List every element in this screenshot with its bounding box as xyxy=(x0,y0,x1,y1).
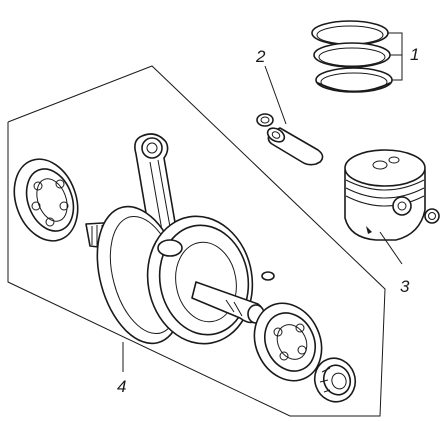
piston-rings[interactable] xyxy=(311,20,393,93)
callout-label-4: 4 xyxy=(117,377,126,396)
circlip-right[interactable] xyxy=(424,208,440,224)
circlip-left[interactable] xyxy=(256,113,274,127)
oil-seal[interactable] xyxy=(309,352,362,407)
leader-lines xyxy=(122,32,403,372)
callout-label-3: 3 xyxy=(400,277,410,296)
crankshaft[interactable] xyxy=(83,133,265,353)
right-main-bearing[interactable] xyxy=(242,292,334,392)
crankshaft-group-outline xyxy=(7,65,386,417)
piston[interactable] xyxy=(344,149,426,241)
callout-label-2: 2 xyxy=(255,47,266,66)
callout-label-1: 1 xyxy=(410,45,419,64)
piston-pin[interactable] xyxy=(265,125,324,166)
woodruff-key[interactable] xyxy=(261,271,275,281)
left-main-bearing[interactable] xyxy=(3,150,88,249)
